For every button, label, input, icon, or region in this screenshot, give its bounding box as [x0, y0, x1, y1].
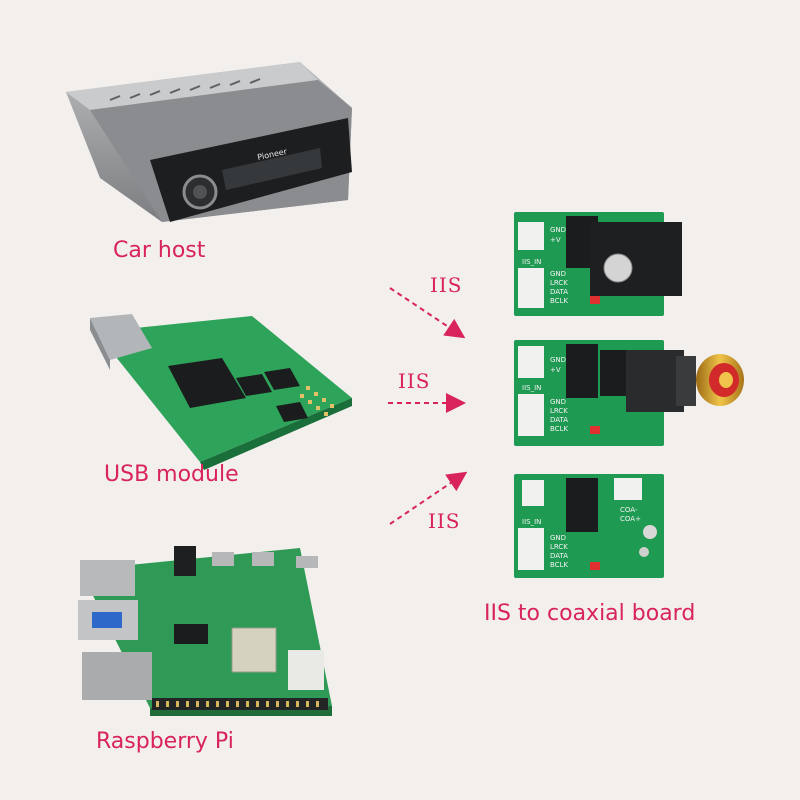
raspberry-pi-board [78, 546, 332, 716]
svg-text:IIS_IN: IIS_IN [522, 518, 541, 526]
arrow-label-bottom: IIS [428, 509, 461, 533]
svg-text:+V: +V [550, 366, 561, 374]
car-host-caption: Car host [113, 238, 206, 263]
svg-text:+V: +V [550, 236, 561, 244]
svg-text:GND: GND [550, 226, 566, 234]
usb-module-board [90, 314, 352, 470]
vent-slots [109, 78, 261, 101]
coaxial-board-2: GND +V IIS_IN GND LRCK DATA BCLK [514, 340, 744, 446]
arrow-label-middle: IIS [398, 369, 431, 393]
usb-module-caption: USB module [104, 462, 239, 487]
arrow-car-to-board [389, 287, 466, 339]
raspberry-pi-caption: Raspberry Pi [96, 729, 234, 754]
svg-text:DATA: DATA [550, 288, 568, 296]
svg-text:BCLK: BCLK [550, 297, 568, 305]
svg-text:IIS_IN: IIS_IN [522, 384, 541, 392]
arrow-pi-to-board [389, 471, 468, 525]
svg-text:LRCK: LRCK [550, 407, 568, 415]
car-head-unit: Pioneer [66, 62, 352, 222]
svg-text:BCLK: BCLK [550, 561, 568, 569]
signal-arrows [388, 287, 468, 525]
svg-text:LRCK: LRCK [550, 279, 568, 287]
svg-text:LRCK: LRCK [550, 543, 568, 551]
svg-text:COA-: COA- [620, 506, 638, 514]
svg-text:GND: GND [550, 270, 566, 278]
svg-text:IIS_IN: IIS_IN [522, 258, 541, 266]
target-board-caption: IIS to coaxial board [484, 601, 695, 626]
svg-text:DATA: DATA [550, 416, 568, 424]
svg-text:GND: GND [550, 356, 566, 364]
svg-text:COA+: COA+ [620, 515, 641, 523]
coaxial-board-1: GND +V IIS_IN GND LRCK DATA BCLK [514, 212, 682, 316]
svg-text:BCLK: BCLK [550, 425, 568, 433]
coaxial-board-3: COA- COA+ IIS_IN GND LRCK DATA BCLK [514, 474, 664, 578]
arrow-label-top: IIS [430, 273, 463, 297]
svg-text:GND: GND [550, 398, 566, 406]
svg-text:GND: GND [550, 534, 566, 542]
svg-text:DATA: DATA [550, 552, 568, 560]
